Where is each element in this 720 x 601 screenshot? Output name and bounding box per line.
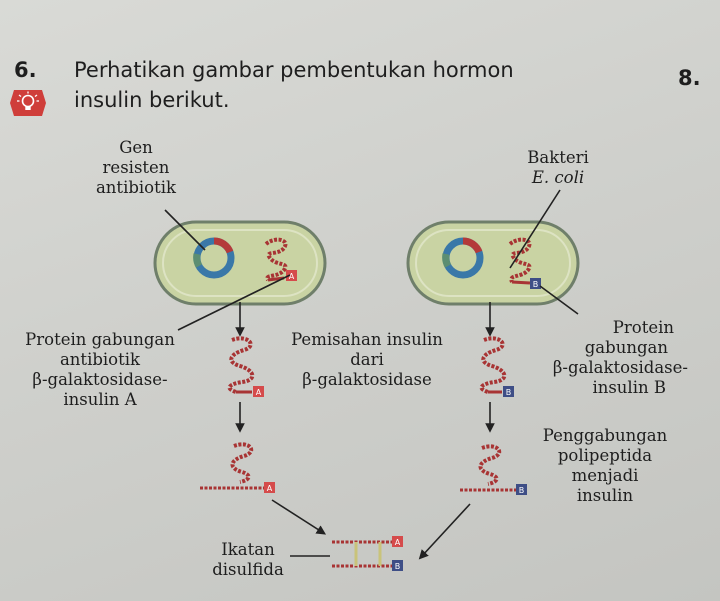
tag-b-label-final: B xyxy=(395,562,401,571)
label-penggabungan-line2: polipeptida xyxy=(557,446,653,465)
label-bakteri-line: Bakteri xyxy=(527,148,589,167)
label-pgr-line4: insulin B xyxy=(592,378,666,397)
lightbulb-badge-icon xyxy=(10,90,46,116)
plasmid-left xyxy=(193,237,235,279)
chain-right-lower: B xyxy=(460,444,527,495)
label-penggabungan-line1: Penggabungan xyxy=(542,426,668,445)
label-pgl-line2: antibiotik xyxy=(59,350,141,369)
tag-b-label-low: B xyxy=(519,486,525,495)
tag-a-square xyxy=(286,270,297,281)
question-number: 6. xyxy=(14,58,37,82)
tag-b-label-mid: B xyxy=(506,388,512,397)
label-resisten-line: resisten xyxy=(102,158,170,177)
label-ecoli-line: E. coli xyxy=(531,168,585,187)
label-pgr-line2: gabungan xyxy=(584,338,668,357)
tag-a-label-final: A xyxy=(395,538,401,547)
label-pemisahan-line2: dari xyxy=(350,350,384,369)
label-bakteri: Bakteri E. coli xyxy=(508,148,608,188)
label-ikatan-line: Ikatan xyxy=(221,540,275,559)
label-ikatan-disulfida: Ikatan disulfida xyxy=(200,540,296,580)
leader-line-fusion-left xyxy=(177,274,291,331)
tag-a-label-mid: A xyxy=(256,388,262,397)
tag-b-square xyxy=(530,278,541,289)
label-pgr-line3: β-galaktosidase- xyxy=(552,358,688,377)
bacterium-left: A xyxy=(153,220,327,306)
label-gen-resisten: Gen resisten antibiotik xyxy=(86,138,186,198)
label-gen-line: Gen xyxy=(119,138,153,157)
label-pgr-line1: Protein xyxy=(612,318,674,337)
arrow-converge-left xyxy=(271,499,327,535)
tag-a-label: A xyxy=(289,272,295,281)
label-pgl-line1: Protein gabungan xyxy=(25,330,175,349)
label-penggabungan: Penggabungan polipeptida menjadi insulin xyxy=(530,426,680,506)
label-antibiotik-line: antibiotik xyxy=(95,178,177,197)
label-pemisahan: Pemisahan insulin dari β-galaktosidase xyxy=(272,330,462,390)
label-pgl-line4: insulin A xyxy=(63,390,137,409)
question-text-line2: insulin berikut. xyxy=(74,88,230,112)
fusion-protein-chain-left xyxy=(264,237,288,282)
arrow-converge-right xyxy=(418,503,471,560)
fusion-protein-chain-right xyxy=(508,237,532,285)
leader-line-bacteria xyxy=(509,189,561,269)
chain-left-middle: A xyxy=(227,336,264,397)
next-question-number: 8. xyxy=(678,66,701,90)
tag-b-label: B xyxy=(533,280,539,289)
chain-right-middle: B xyxy=(479,336,514,397)
bacterium-right: B xyxy=(406,220,580,306)
plasmid-right xyxy=(442,237,484,279)
insulin-molecule: A B xyxy=(332,536,403,571)
label-pemisahan-line3: β-galaktosidase xyxy=(302,370,432,389)
label-protein-gabungan-right: Protein gabungan β-galaktosidase- insuli… xyxy=(530,318,688,398)
chain-left-lower: A xyxy=(200,442,275,493)
label-pemisahan-line1: Pemisahan insulin xyxy=(291,330,443,349)
label-penggabungan-line3: menjadi xyxy=(571,466,639,485)
leader-line-fusion-right xyxy=(539,285,579,315)
label-penggabungan-line4: insulin xyxy=(576,486,634,505)
tag-a-label-low: A xyxy=(267,484,273,493)
leader-line-gene xyxy=(164,209,206,251)
question-text-line1: Perhatikan gambar pembentukan hormon xyxy=(74,58,514,82)
label-protein-gabungan-left: Protein gabungan antibiotik β-galaktosid… xyxy=(0,330,200,410)
label-disulfida-line: disulfida xyxy=(212,560,284,579)
label-pgl-line3: β-galaktosidase- xyxy=(32,370,168,389)
